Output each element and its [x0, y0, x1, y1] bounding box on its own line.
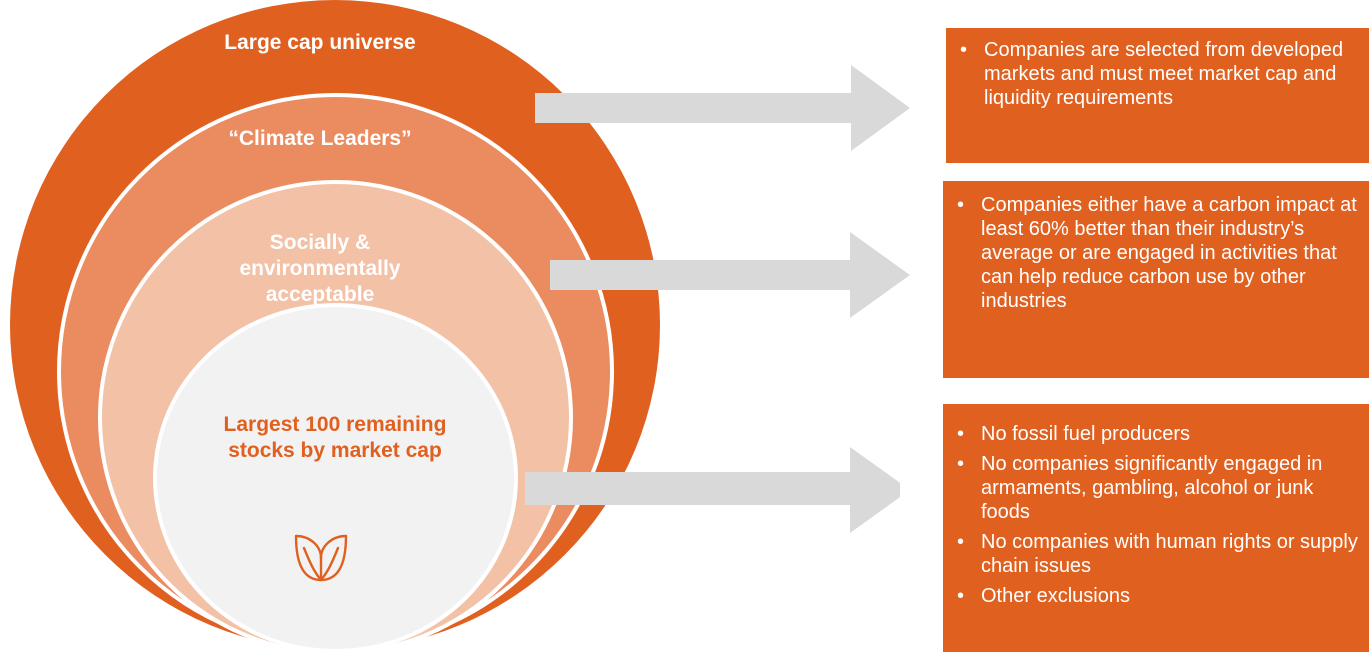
- ring-label-large-cap-universe: Large cap universe: [224, 31, 416, 54]
- bullet-icon: •: [957, 585, 965, 607]
- arrow-3-shape: [525, 447, 900, 533]
- criteria-list-exclusions: •No fossil fuel producers •No companies …: [955, 422, 1359, 608]
- criteria-item: •No companies significantly engaged in a…: [957, 453, 1323, 523]
- bullet-icon: •: [957, 194, 965, 216]
- criteria-item: •Other exclusions: [957, 585, 1130, 607]
- criteria-item: •No fossil fuel producers: [957, 423, 1190, 445]
- arrow-1: [535, 65, 910, 151]
- criteria-box-climate-leaders: •Companies either have a carbon impact a…: [943, 181, 1369, 378]
- ring-label-climate-leaders: “Climate Leaders”: [228, 127, 412, 150]
- ring-label-largest-100: Largest 100 remaining stocks by market c…: [223, 413, 447, 462]
- bullet-icon: •: [960, 39, 968, 61]
- ring-label-socially-environmentally-acceptable: Socially & environmentally acceptable: [239, 231, 401, 306]
- criteria-item: •Companies either have a carbon impact a…: [957, 194, 1357, 312]
- bullet-icon: •: [957, 423, 965, 445]
- arrow-2-shape: [550, 232, 910, 318]
- leaf-icon: [294, 534, 348, 582]
- criteria-item: •No companies with human rights or suppl…: [957, 531, 1358, 577]
- arrow-2: [550, 232, 910, 318]
- criteria-box-exclusions: •No fossil fuel producers •No companies …: [943, 404, 1369, 652]
- bullet-icon: •: [957, 531, 965, 553]
- criteria-item: •Companies are selected from developed m…: [960, 39, 1344, 109]
- criteria-box-universe: •Companies are selected from developed m…: [946, 28, 1369, 163]
- bullet-icon: •: [957, 453, 965, 475]
- ring-largest-100: [153, 303, 518, 653]
- arrow-3: [525, 447, 900, 533]
- arrow-1-shape: [535, 65, 910, 151]
- criteria-list-climate-leaders: •Companies either have a carbon impact a…: [955, 193, 1359, 313]
- criteria-list-universe: •Companies are selected from developed m…: [958, 38, 1359, 110]
